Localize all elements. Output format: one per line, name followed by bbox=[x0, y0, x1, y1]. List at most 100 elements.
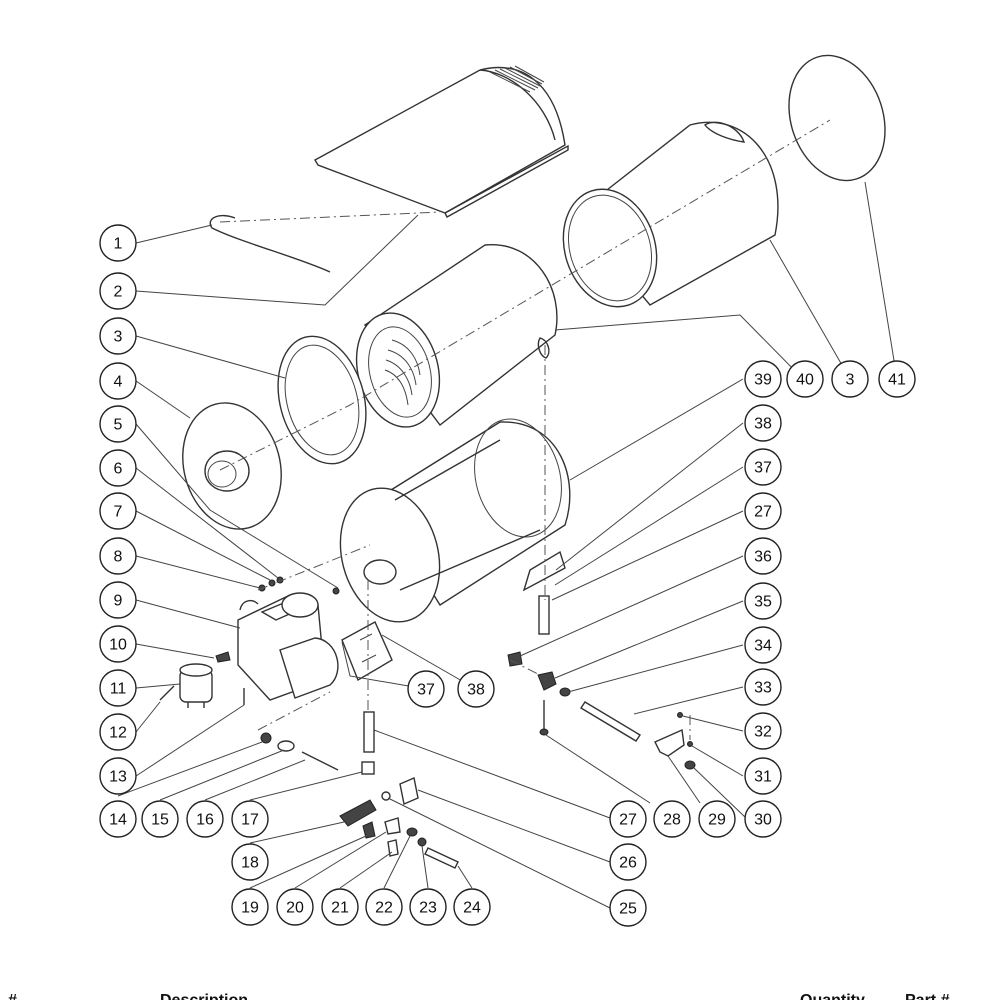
callout-circle bbox=[407, 670, 445, 708]
callout-label: 4 bbox=[114, 374, 123, 391]
callout-label: 36 bbox=[754, 549, 772, 566]
callout-circle bbox=[609, 843, 647, 881]
callout-label: 7 bbox=[114, 504, 123, 521]
callout-c13: 13 bbox=[99, 757, 137, 795]
part-front-plate bbox=[182, 402, 282, 530]
callout-label: 21 bbox=[331, 900, 349, 917]
part-valve bbox=[537, 671, 557, 691]
callout-circle bbox=[698, 800, 736, 838]
part-top-cover bbox=[314, 65, 569, 218]
part-switch bbox=[179, 663, 213, 708]
callout-c40: 40 bbox=[786, 360, 824, 398]
callout-circle bbox=[831, 360, 869, 398]
callout-circle bbox=[744, 448, 782, 486]
callout-label: 17 bbox=[241, 812, 259, 829]
part-elbow-20 bbox=[384, 817, 401, 835]
part-wire bbox=[209, 214, 331, 273]
callout-circle bbox=[99, 272, 137, 310]
callout-label: 37 bbox=[417, 682, 435, 699]
callout-label: 18 bbox=[241, 855, 259, 872]
callout-circle bbox=[653, 800, 691, 838]
callout-c37a: 37 bbox=[744, 448, 782, 486]
callout-label: 37 bbox=[754, 460, 772, 477]
callout-c6: 6 bbox=[99, 449, 137, 487]
callout-circle bbox=[99, 362, 137, 400]
callout-c11: 11 bbox=[99, 669, 137, 707]
callout-c27b: 27 bbox=[744, 492, 782, 530]
callout-c16: 16 bbox=[186, 800, 224, 838]
callout-c26: 26 bbox=[609, 843, 647, 881]
part-ring bbox=[277, 335, 367, 465]
callout-c3b: 3 bbox=[831, 360, 869, 398]
callout-label: 40 bbox=[796, 372, 814, 389]
callout-c20: 20 bbox=[276, 888, 314, 926]
callout-label: 12 bbox=[109, 725, 127, 742]
callout-c34: 34 bbox=[744, 626, 782, 664]
callout-circle bbox=[231, 888, 269, 926]
callout-circle bbox=[186, 800, 224, 838]
callout-circle bbox=[99, 625, 137, 663]
callout-label: 35 bbox=[754, 594, 772, 611]
part-bolt-30 bbox=[684, 760, 696, 770]
callout-c2: 2 bbox=[99, 272, 137, 310]
parts-table-header: # Description Quantity Part # bbox=[0, 984, 1000, 1000]
callout-label: 13 bbox=[109, 769, 127, 786]
callout-c18: 18 bbox=[231, 843, 269, 881]
callout-circle bbox=[744, 757, 782, 795]
callout-c32: 32 bbox=[744, 712, 782, 750]
callout-circle bbox=[744, 582, 782, 620]
part-fitting-21 bbox=[387, 839, 399, 857]
callout-label: 24 bbox=[463, 900, 481, 917]
part-fitting bbox=[507, 651, 523, 667]
callout-label: 19 bbox=[241, 900, 259, 917]
callout-label: 34 bbox=[754, 638, 772, 655]
callout-label: 14 bbox=[109, 812, 127, 829]
callout-label: 31 bbox=[754, 769, 772, 786]
callout-label: 27 bbox=[754, 504, 772, 521]
callout-circle bbox=[744, 537, 782, 575]
callout-circle bbox=[99, 224, 137, 262]
part-nut-14 bbox=[260, 732, 272, 744]
callout-circle bbox=[231, 843, 269, 881]
part-screw-12 bbox=[159, 685, 175, 701]
part-oring-22 bbox=[406, 827, 418, 837]
part-spacer-rod-right bbox=[538, 595, 550, 635]
callout-circle bbox=[744, 360, 782, 398]
part-inner-frame bbox=[339, 418, 571, 623]
callout-label: 20 bbox=[286, 900, 304, 917]
part-electrode-16 bbox=[301, 751, 339, 771]
callout-c33: 33 bbox=[744, 668, 782, 706]
callout-label: 33 bbox=[754, 680, 772, 697]
callout-c38a: 38 bbox=[744, 404, 782, 442]
callout-c3a: 3 bbox=[99, 317, 137, 355]
callout-label: 6 bbox=[114, 461, 123, 478]
part-burner-body bbox=[237, 592, 339, 701]
callout-c31: 31 bbox=[744, 757, 782, 795]
part-coupling-17 bbox=[361, 761, 375, 775]
callout-label: 32 bbox=[754, 724, 772, 741]
callout-label: 1 bbox=[114, 236, 123, 253]
callout-circle bbox=[457, 670, 495, 708]
callout-c5: 5 bbox=[99, 405, 137, 443]
callout-circle bbox=[321, 888, 359, 926]
part-combustion-cylinder bbox=[355, 244, 558, 428]
callout-label: 3 bbox=[846, 372, 855, 389]
callout-c41: 41 bbox=[878, 360, 916, 398]
part-small-fitting bbox=[559, 687, 571, 697]
part-nut-31 bbox=[687, 741, 693, 747]
part-valve-18 bbox=[339, 799, 377, 827]
callout-c29: 29 bbox=[698, 800, 736, 838]
callout-c15: 15 bbox=[141, 800, 179, 838]
callout-circle bbox=[878, 360, 916, 398]
callout-circle bbox=[744, 492, 782, 530]
callout-label: 10 bbox=[109, 637, 127, 654]
callout-circle bbox=[409, 888, 447, 926]
callout-circle bbox=[231, 800, 269, 838]
callout-circle bbox=[99, 492, 137, 530]
part-spring-19 bbox=[362, 821, 376, 839]
callout-c8: 8 bbox=[99, 537, 137, 575]
callout-c35: 35 bbox=[744, 582, 782, 620]
callout-label: 26 bbox=[619, 855, 637, 872]
callout-label: 38 bbox=[467, 682, 485, 699]
callout-label: 27 bbox=[619, 812, 637, 829]
